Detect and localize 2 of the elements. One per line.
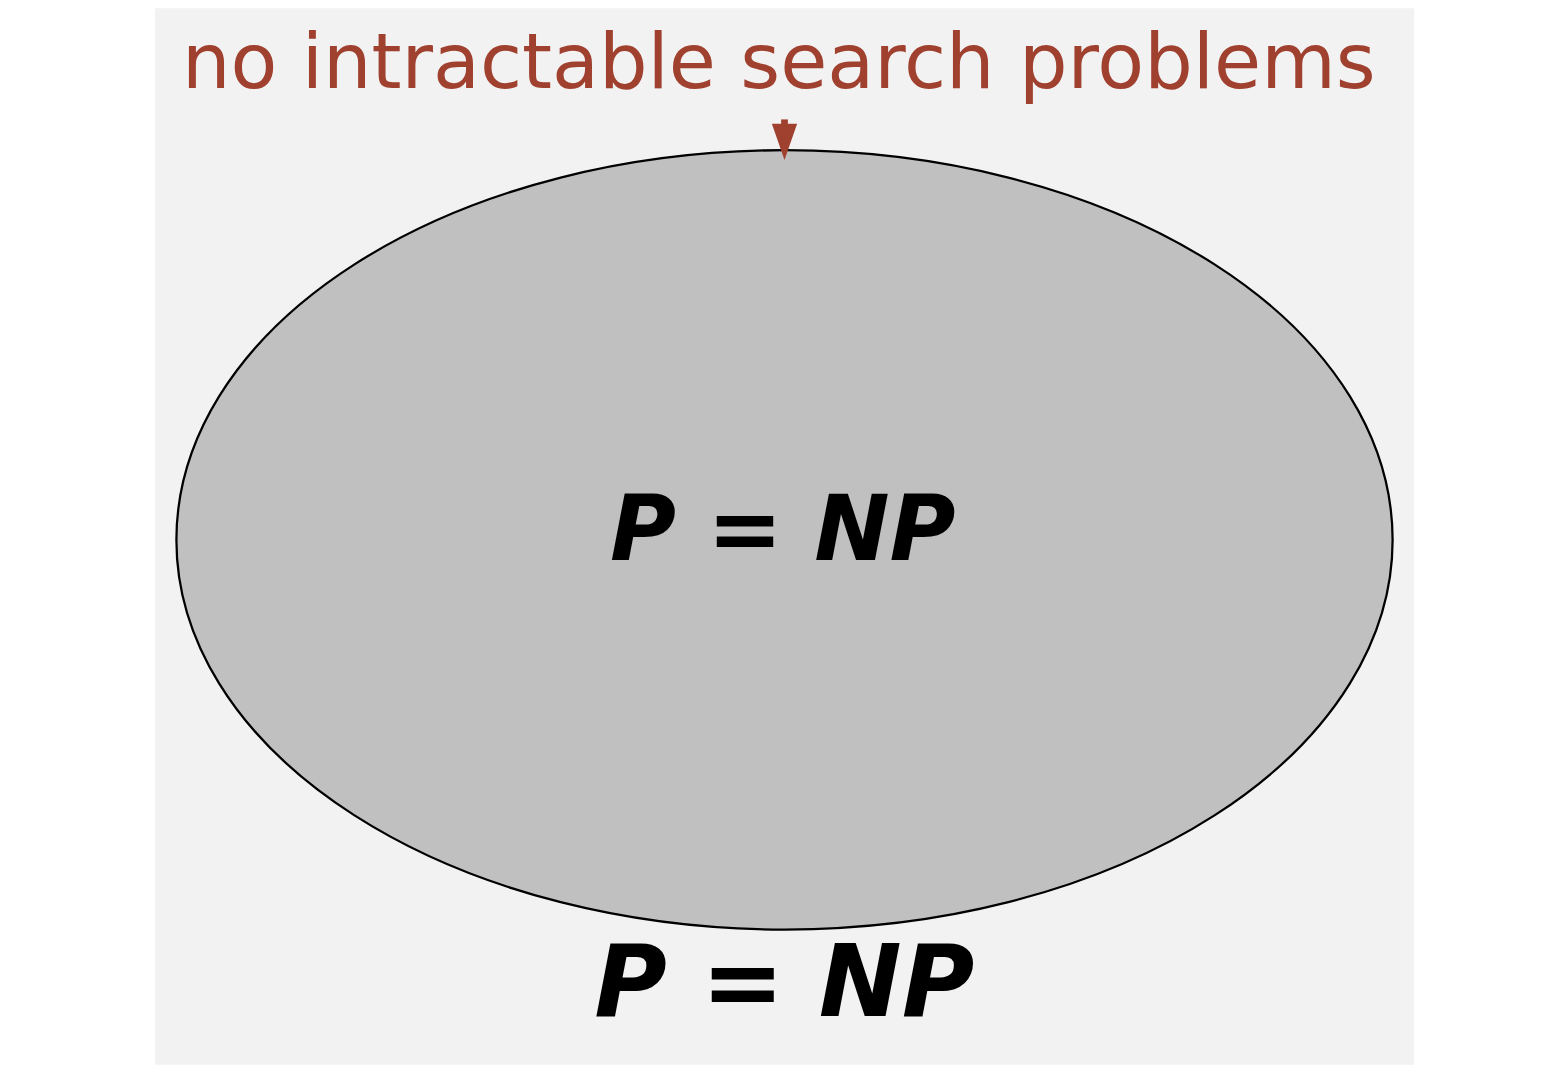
node-ellipse: P = NP — [174, 149, 1394, 931]
node-text: no intractable search problems — [181, 16, 1376, 106]
